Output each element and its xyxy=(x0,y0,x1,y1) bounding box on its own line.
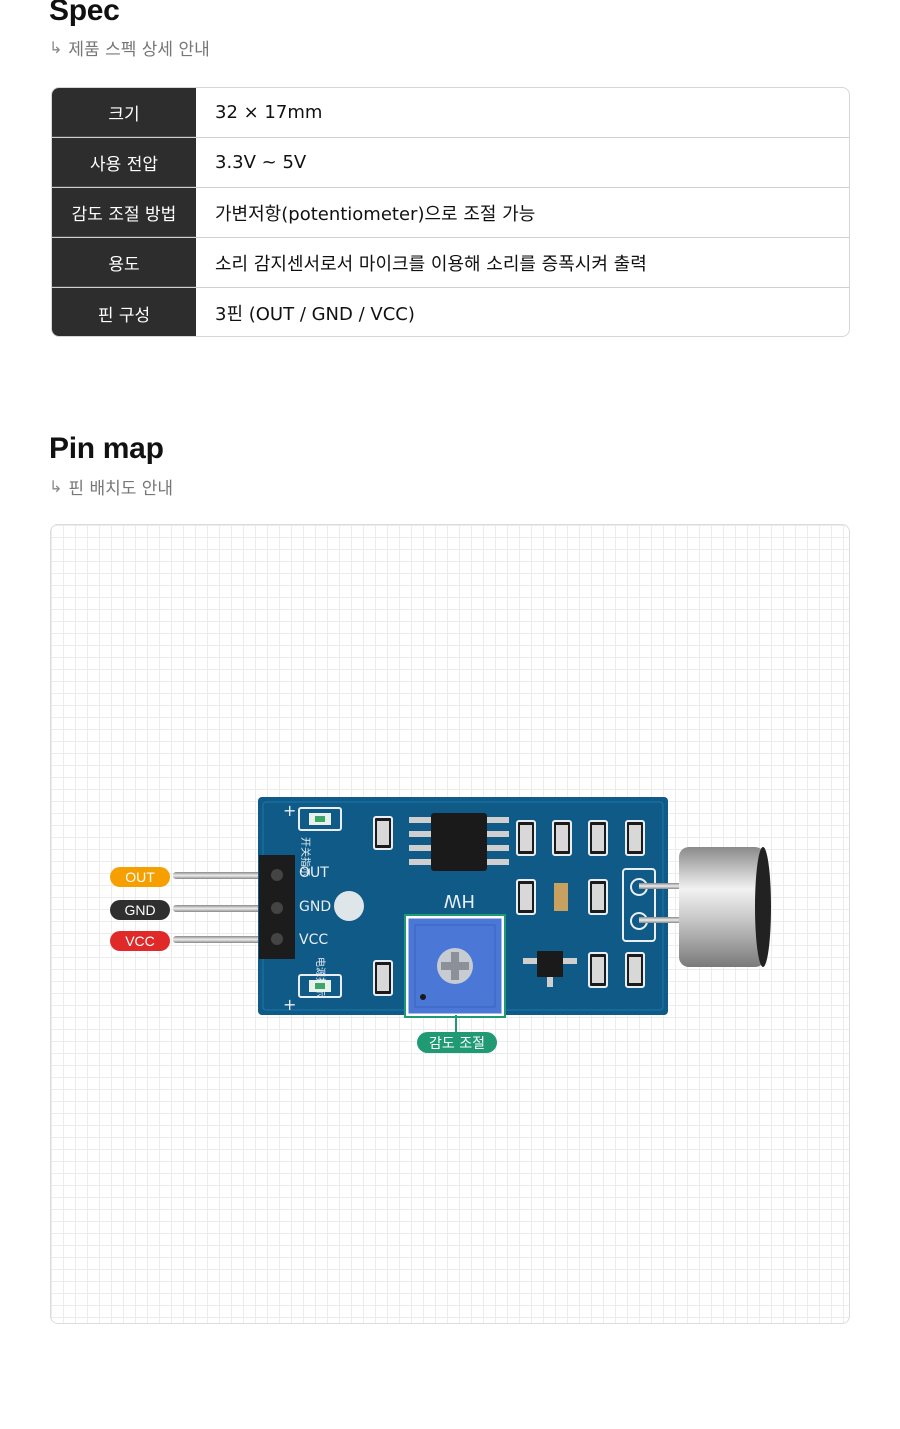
silk-out-label: OUT xyxy=(299,865,329,881)
spec-key: 용도 xyxy=(52,238,196,287)
spec-row-voltage: 사용 전압 3.3V ~ 5V xyxy=(52,138,849,188)
sound-sensor-module-image: OUT GND VCC HW 开关指示 电源指示 + + xyxy=(173,797,771,1018)
spec-value: 가변저항(potentiometer)으로 조절 가능 xyxy=(215,203,536,225)
sensitivity-label: 감도 조절 xyxy=(417,1032,497,1053)
silk-hw-label: HW xyxy=(443,890,475,911)
pin-label-gnd: GND xyxy=(110,900,170,920)
spec-value: 3.3V ~ 5V xyxy=(215,152,307,173)
microphone xyxy=(679,847,765,967)
spec-subtitle-text: 제품 스펙 상세 안내 xyxy=(68,40,210,60)
sensitivity-pointer-line xyxy=(455,1015,457,1033)
spec-subtitle: ↳ 제품 스펙 상세 안내 xyxy=(49,35,210,60)
silk-plus-top: + xyxy=(283,801,296,820)
pin-label-vcc: VCC xyxy=(110,931,170,951)
pinmap-diagram: OUT GND VCC HW 开关指示 电源指示 + + xyxy=(50,524,850,1324)
spec-value: 3핀 (OUT / GND / VCC) xyxy=(215,304,415,325)
silk-vcc-label: VCC xyxy=(299,932,328,948)
pinmap-subtitle: ↳ 핀 배치도 안내 xyxy=(49,474,173,499)
gnd-pin xyxy=(173,905,269,912)
spec-value: 소리 감지센서로서 마이크를 이용해 소리를 증폭시켜 출력 xyxy=(215,253,647,275)
spec-key: 핀 구성 xyxy=(52,288,196,336)
switch-led xyxy=(298,807,342,831)
power-led xyxy=(298,974,342,998)
spec-key: 감도 조절 방법 xyxy=(52,188,196,237)
spec-key: 사용 전압 xyxy=(52,138,196,187)
silk-gnd-label: GND xyxy=(299,899,331,915)
spec-key: 크기 xyxy=(52,88,196,137)
out-pin xyxy=(173,872,269,879)
transistor xyxy=(537,951,563,977)
vcc-pin xyxy=(173,936,269,943)
return-arrow-icon: ↳ xyxy=(49,38,63,57)
pinmap-subtitle-text: 핀 배치도 안내 xyxy=(68,479,174,499)
silk-plus-bottom: + xyxy=(283,995,296,1014)
spec-row-sensitivity: 감도 조절 방법 가변저항(potentiometer)으로 조절 가능 xyxy=(52,188,849,238)
return-arrow-icon: ↳ xyxy=(49,477,63,496)
ic-chip xyxy=(431,813,487,871)
spec-table: 크기 32 × 17mm 사용 전압 3.3V ~ 5V 감도 조절 방법 가변… xyxy=(51,87,850,337)
spec-row-usage: 용도 소리 감지센서로서 마이크를 이용해 소리를 증폭시켜 출력 xyxy=(52,238,849,288)
spec-value: 32 × 17mm xyxy=(215,102,323,123)
mounting-hole xyxy=(334,891,364,921)
spec-title: Spec xyxy=(49,0,120,27)
spec-row-size: 크기 32 × 17mm xyxy=(52,88,849,138)
pinmap-title: Pin map xyxy=(49,432,164,465)
pin-label-out: OUT xyxy=(110,867,170,887)
spec-row-pins: 핀 구성 3핀 (OUT / GND / VCC) xyxy=(52,288,849,336)
silk-switch-label: 开关指示 xyxy=(299,837,312,877)
